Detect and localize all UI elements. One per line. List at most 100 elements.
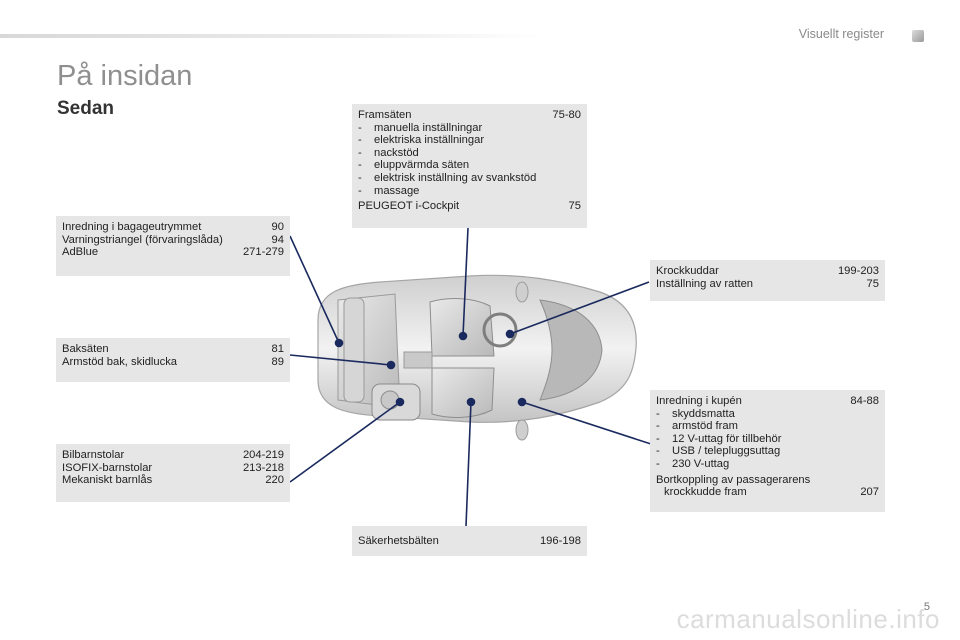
- box-row: Krockkuddar 199-203: [656, 265, 879, 278]
- page-subtitle: Sedan: [57, 98, 115, 119]
- row-label: ISOFIX-barnstolar: [62, 461, 153, 474]
- leader-dot-krockkuddar: [505, 329, 515, 339]
- row-label: Varningstriangel (förvaringslåda): [62, 233, 223, 246]
- row-label: Inställning av ratten: [656, 277, 754, 290]
- row-page[interactable]: 75-80: [552, 109, 581, 121]
- list-item-label: nackstöd: [374, 146, 419, 159]
- row-page[interactable]: 207: [860, 486, 879, 499]
- row-label: Armstöd bak, skidlucka: [62, 355, 178, 368]
- row-label: AdBlue: [62, 246, 99, 259]
- page-number: 5: [923, 601, 930, 613]
- box-kupe: Inredning i kupén 84-88 -skyddsmatta -arm…: [650, 390, 885, 512]
- leader-dot-kupe: [517, 397, 527, 407]
- front-seat-passenger: [431, 367, 495, 418]
- box-row: Baksäten 81: [62, 343, 284, 356]
- list-item: -eluppvärmda säten: [358, 159, 470, 172]
- row-page[interactable]: 75: [866, 277, 879, 290]
- list-item-label: 12 V-uttag för tillbehör: [672, 432, 782, 445]
- row-label: Säkerhetsbälten: [358, 535, 439, 547]
- box-krockkuddar: Krockkuddar 199-203 Inställning av ratten…: [650, 260, 885, 301]
- mirror-left: [515, 281, 529, 303]
- row-page[interactable]: 271-279: [242, 246, 284, 259]
- list-item-label: skyddsmatta: [672, 407, 735, 420]
- list-item-label: eluppvärmda säten: [374, 159, 470, 172]
- steering-wheel: [482, 312, 518, 348]
- row-label: Inredning i bagageutrymmet: [62, 221, 202, 233]
- list-item-label: manuella inställningar: [374, 121, 483, 134]
- list-item: -armstöd fram: [656, 420, 738, 433]
- row-page[interactable]: 75: [568, 200, 581, 213]
- row-page[interactable]: 220: [265, 474, 284, 487]
- leader-line-krockkuddar: [509, 281, 650, 335]
- row-label: Baksäten: [62, 343, 109, 355]
- mirror-right: [515, 419, 529, 441]
- row-page[interactable]: 213-218: [242, 461, 284, 474]
- box-row: Armstöd bak, skidlucka 89: [62, 356, 284, 369]
- front-seat-driver: [429, 298, 495, 357]
- list-item: -massage: [358, 184, 420, 197]
- leader-line-sakerhetsbalten: [465, 401, 472, 527]
- box-title-row: Inredning i kupén 84-88: [656, 395, 879, 408]
- leader-dot-framsaten: [458, 331, 468, 341]
- leader-line-framsaten: [462, 227, 469, 337]
- note-row: krockkudde fram 207: [656, 486, 879, 499]
- leader-dot-baksaten: [386, 360, 396, 370]
- list-item: -12 V-uttag för tillbehör: [656, 432, 782, 445]
- box-row: ISOFIX-barnstolar 213-218: [62, 462, 284, 475]
- floor-console: [403, 351, 433, 369]
- list-item-label: elektriska inställningar: [374, 134, 485, 147]
- list-item: -manuella inställningar: [358, 121, 483, 134]
- box-baksaten: Baksäten 81 Armstöd bak, skidlucka 89: [56, 338, 290, 382]
- page-title: På insidan: [57, 60, 193, 92]
- box-row: Mekaniskt barnlås 220: [62, 474, 284, 487]
- box-barnstolar: Bilbarnstolar 204-219 ISOFIX-barnstolar 21…: [56, 444, 290, 502]
- box-row: Varningstriangel (förvaringslåda) 94: [62, 234, 284, 247]
- dashboard: [539, 299, 603, 401]
- box-bagage: Inredning i bagageutrymmet 90 Varningstri…: [56, 216, 290, 276]
- row-label: Krockkuddar: [656, 265, 719, 277]
- row-label: Framsäten: [358, 109, 412, 121]
- list-item: -nackstöd: [358, 146, 419, 159]
- list-item: -USB / telepluggsuttag: [656, 445, 781, 458]
- box-row: Inredning i bagageutrymmet 90: [62, 221, 284, 234]
- header-bar: [0, 34, 540, 38]
- note-line: Bortkoppling av passagerarens: [656, 473, 811, 486]
- list-item-label: elektrisk inställning av svankstöd: [374, 171, 537, 184]
- box-framsaten: Framsäten 75-80 -manuella inställningar -…: [352, 104, 587, 228]
- box-sakerhetsbalten: Säkerhetsbälten 196-198: [352, 526, 587, 556]
- box-row: Inställning av ratten 75: [656, 278, 879, 291]
- row-page[interactable]: 94: [271, 233, 284, 246]
- row-page[interactable]: 84-88: [850, 395, 879, 407]
- list-item: -skyddsmatta: [656, 407, 735, 420]
- leader-dot-bagage: [334, 338, 344, 348]
- note-line: krockkudde fram: [664, 486, 747, 499]
- box-title-row: Framsäten 75-80: [358, 109, 581, 122]
- row-page[interactable]: 90: [271, 221, 284, 233]
- leader-line-kupe: [521, 401, 652, 445]
- watermark-logo: carmanualsonline.info: [676, 604, 940, 634]
- list-item-label: massage: [374, 184, 420, 197]
- list-item: -elektrisk inställning av svankstöd: [358, 171, 537, 184]
- list-item-label: USB / telepluggsuttag: [672, 445, 781, 458]
- box-row: AdBlue 271-279: [62, 246, 284, 259]
- row-page[interactable]: 204-219: [242, 449, 284, 461]
- row-page[interactable]: 89: [271, 355, 284, 368]
- leader-line-bagage: [289, 235, 340, 344]
- row-label: Bilbarnstolar: [62, 449, 125, 461]
- leader-line-barnstolar: [289, 401, 401, 483]
- box-row: Säkerhetsbälten 196-198: [358, 535, 581, 548]
- leader-line-baksaten: [289, 354, 392, 366]
- row-page[interactable]: 81: [271, 343, 284, 355]
- list-item-label: 230 V-uttag: [672, 457, 730, 470]
- rear-seat-back: [343, 297, 365, 403]
- row-label: Mekaniskt barnlås: [62, 474, 153, 487]
- row-label: Inredning i kupén: [656, 395, 742, 407]
- row-page[interactable]: 199-203: [837, 265, 879, 277]
- list-item: -elektriska inställningar: [358, 134, 485, 147]
- box-row: Bilbarnstolar 204-219: [62, 449, 284, 462]
- list-item: -230 V-uttag: [656, 457, 730, 470]
- row-page[interactable]: 196-198: [539, 535, 581, 547]
